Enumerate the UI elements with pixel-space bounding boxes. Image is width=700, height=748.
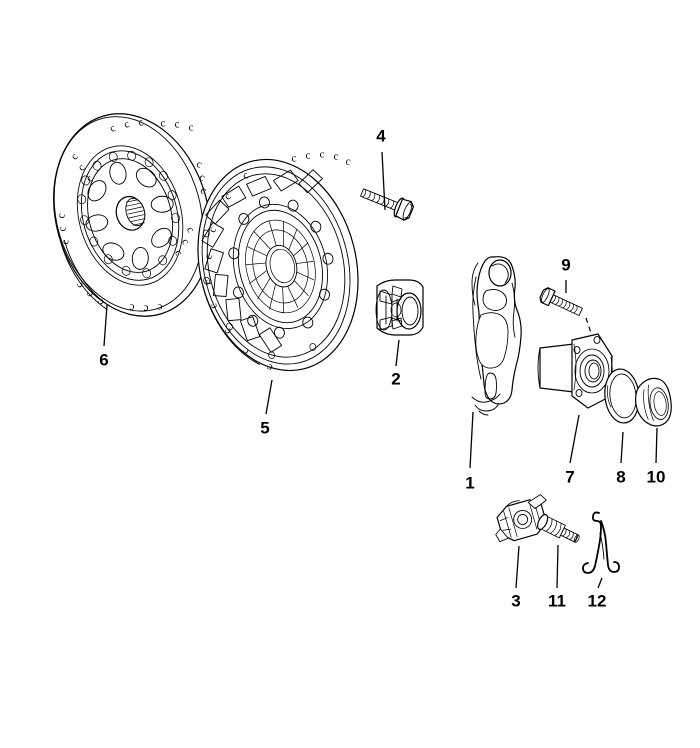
callout-7: 7: [565, 467, 574, 486]
leader-line-5: [265, 379, 273, 415]
part-guide-sleeve[interactable]: 7: [537, 333, 613, 486]
svg-text:c: c: [198, 184, 208, 197]
svg-text:c: c: [159, 117, 166, 130]
part-o-ring-seal[interactable]: 8: [602, 367, 641, 486]
svg-text:c: c: [108, 122, 118, 135]
svg-text:c: c: [344, 155, 351, 168]
svg-text:c: c: [206, 225, 219, 235]
part-clutch-release-bearing[interactable]: 2: [375, 279, 424, 388]
callout-8: 8: [616, 467, 625, 486]
leader-line-8: [620, 431, 624, 464]
svg-text:c: c: [197, 171, 207, 184]
assembly-guide-line-9: [585, 317, 593, 337]
svg-text:c: c: [265, 361, 275, 374]
svg-text:c: c: [157, 301, 163, 313]
svg-text:c: c: [333, 150, 339, 162]
callout-5: 5: [260, 418, 269, 437]
svg-text:c: c: [207, 302, 220, 310]
part-guide-sleeve-bolt[interactable]: 9: [538, 255, 593, 337]
svg-text:c: c: [202, 253, 215, 260]
part-clutch-friction-disc[interactable]: c c c c c c c c c c c c c c c c c c c c …: [31, 95, 234, 369]
leader-line-7: [569, 414, 580, 464]
svg-text:c: c: [68, 151, 81, 162]
part-pivot-stud-bolt[interactable]: 11: [536, 513, 583, 610]
callout-12: 12: [588, 591, 607, 610]
part-release-lever-bracket[interactable]: 3: [488, 493, 554, 611]
leader-line-6: [103, 304, 108, 347]
svg-text:c: c: [136, 116, 145, 129]
leader-line-11: [556, 544, 559, 589]
part-retaining-spring-clip[interactable]: 12: [582, 511, 620, 610]
svg-text:c: c: [184, 224, 197, 235]
svg-text:c: c: [240, 345, 252, 357]
part-clutch-release-fork[interactable]: 1: [465, 256, 522, 493]
svg-text:c: c: [73, 280, 86, 290]
svg-text:c: c: [94, 297, 107, 308]
friction-lining-rivets: c c c c c c c c c c c c c c c c c c c c …: [55, 116, 208, 314]
svg-text:c: c: [188, 121, 193, 133]
svg-text:c: c: [195, 158, 204, 171]
svg-text:c: c: [56, 226, 68, 232]
leader-line-1: [469, 411, 474, 469]
callout-11: 11: [548, 591, 566, 610]
svg-text:c: c: [76, 162, 88, 174]
svg-text:c: c: [122, 118, 131, 131]
leader-line-10: [655, 427, 658, 464]
part-clutch-pressure-plate[interactable]: c c c c c c c c c c c c c c 5: [176, 142, 379, 437]
svg-text:c: c: [305, 149, 311, 161]
svg-text:c: c: [55, 213, 68, 220]
callout-10: 10: [647, 467, 666, 486]
part-flange-bolt[interactable]: 4: [358, 126, 415, 221]
leader-line-12: [597, 577, 603, 589]
svg-text:c: c: [172, 248, 185, 257]
svg-text:c: c: [222, 190, 234, 202]
svg-text:c: c: [60, 239, 72, 244]
svg-text:c: c: [84, 173, 96, 185]
part-shaft-oil-seal[interactable]: 10: [633, 376, 674, 486]
svg-text:c: c: [83, 289, 96, 300]
svg-text:c: c: [221, 326, 234, 337]
svg-text:c: c: [174, 118, 180, 130]
leader-line-4: [381, 151, 386, 211]
leader-line-3: [515, 545, 520, 589]
callout-9: 9: [561, 255, 570, 274]
splined-hub: [115, 195, 146, 231]
svg-text:c: c: [143, 302, 148, 314]
leader-line-2: [395, 339, 400, 367]
svg-text:c: c: [320, 149, 325, 161]
pressure-plate-rivets: c c c c c c c c c c c c c c: [202, 149, 352, 374]
svg-text:c: c: [129, 301, 135, 313]
callout-6: 6: [99, 350, 108, 369]
callout-1: 1: [465, 473, 474, 492]
svg-text:c: c: [291, 152, 298, 165]
callout-2: 2: [391, 369, 400, 388]
callout-3: 3: [511, 591, 520, 610]
svg-text:c: c: [202, 279, 214, 284]
callout-4: 4: [376, 126, 386, 145]
svg-text:c: c: [179, 237, 192, 247]
svg-text:c: c: [241, 169, 251, 182]
